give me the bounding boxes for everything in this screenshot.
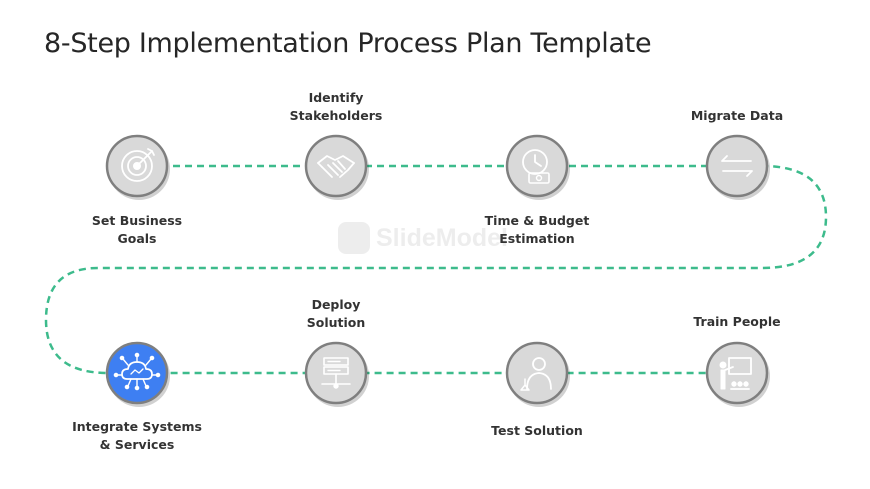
step-label: Integrate Systems& Services [72, 419, 202, 452]
handshake-icon [317, 155, 355, 178]
process-path [44, 164, 828, 375]
presentation-board-icon [719, 357, 752, 390]
node-circle [705, 341, 769, 405]
step-node [705, 134, 770, 200]
watermark-text: SlideModel [376, 224, 508, 252]
node-circle [705, 134, 769, 198]
exchange-arrows-icon [721, 155, 753, 177]
step-node [705, 341, 770, 407]
step-node [304, 134, 369, 200]
clock-money-icon [522, 149, 550, 184]
slide-title: 8-Step Implementation Process Plan Templ… [44, 28, 652, 59]
step-label: Train People [693, 314, 781, 329]
node-circle [304, 341, 368, 405]
step-node [105, 134, 170, 200]
step-label: Migrate Data [690, 108, 784, 123]
step-node [505, 341, 570, 407]
step-label: Test Solution [491, 423, 583, 438]
step-node [304, 341, 369, 407]
step-node [505, 134, 570, 200]
watermark-logo-icon [338, 222, 370, 254]
watermark: SlideModel [338, 220, 538, 256]
cloud-network-icon [113, 352, 161, 391]
scientist-icon [520, 357, 552, 391]
step-node [105, 341, 170, 407]
server-network-icon [321, 357, 351, 389]
node-circle [505, 134, 569, 198]
target-icon [121, 148, 155, 182]
